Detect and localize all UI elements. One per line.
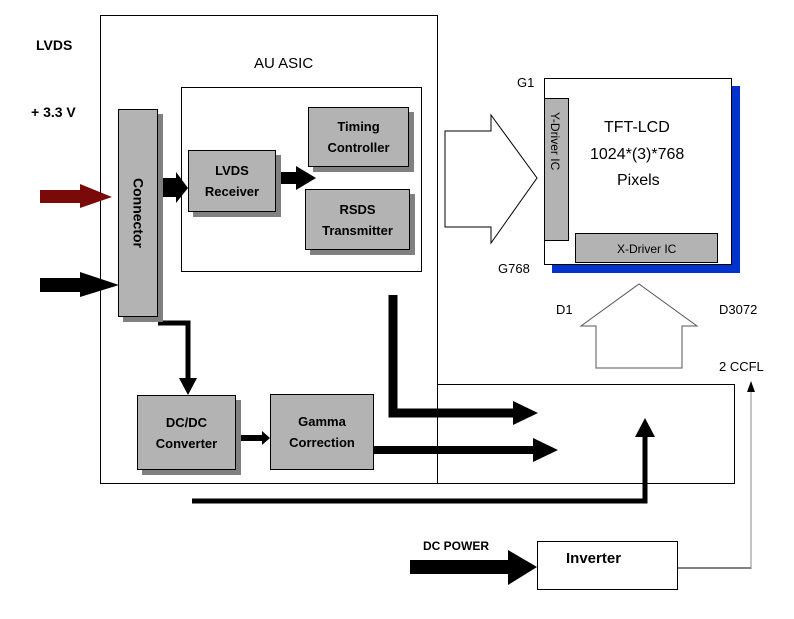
- dcdc-converter-line1: DC/DC: [165, 414, 208, 430]
- panel-resolution: 1024*(3)*768: [590, 146, 685, 163]
- lvds-input-arrow: [40, 184, 112, 208]
- panel-unit: Pixels: [617, 172, 660, 189]
- inverter-to-ccfl-line: [678, 390, 752, 569]
- rsds-transmitter-line2: Transmitter: [322, 222, 393, 238]
- gamma-correction-line2: Correction: [289, 435, 355, 450]
- y-driver-ic: [544, 98, 569, 241]
- gamma-output-arrowhead: [533, 438, 558, 462]
- ccfl-label: 2 CCFL: [719, 359, 764, 374]
- inverter-box: [537, 541, 678, 590]
- timing-controller-line2: Controller: [327, 140, 390, 155]
- output-box: [437, 384, 735, 484]
- lvds-receiver-block: LVDS Receiver: [188, 150, 276, 212]
- asic-bus-arrowhead: [513, 401, 538, 425]
- power-bus-line: [192, 435, 648, 504]
- gate-signal-arrow: [444, 113, 538, 245]
- dcdc-arrowhead: [179, 378, 197, 395]
- dcdc-converter-line2: Converter: [155, 435, 218, 451]
- ccfl-arrowhead: [747, 381, 755, 392]
- dcdc-to-gamma-arrow: [240, 431, 270, 445]
- x-driver-label: X-Driver IC: [617, 242, 677, 256]
- lvds-label: LVDS: [36, 37, 73, 53]
- g768-label: G768: [498, 261, 530, 276]
- power-input-arrow: [40, 272, 119, 297]
- gamma-correction-block: Gamma Correction: [270, 394, 374, 470]
- dcdc-converter-block: DC/DC Converter: [137, 395, 236, 470]
- timing-controller-block: Timing Controller: [308, 107, 409, 167]
- rsds-transmitter-block: RSDS Transmitter: [305, 189, 410, 250]
- power-bus-arrowhead: [635, 418, 655, 437]
- g1-label: G1: [517, 75, 535, 90]
- y-driver-label: Y-Driver IC: [548, 112, 562, 171]
- d1-label: D1: [556, 302, 573, 317]
- data-signal-arrow: [579, 283, 699, 369]
- connector-block: Connector: [118, 109, 158, 317]
- connector-label: Connector: [130, 178, 147, 248]
- asic-bus-line: [388, 295, 515, 418]
- rsds-transmitter-line1: RSDS: [339, 201, 376, 217]
- connector-to-dcdc-line: [158, 320, 191, 382]
- asic-frame: [100, 15, 438, 484]
- inverter-label: Inverter: [566, 550, 622, 567]
- asic-label: AU ASIC: [254, 55, 314, 72]
- lvds-receiver-line1: LVDS: [215, 163, 249, 178]
- receiver-to-timing-arrow: [280, 166, 316, 190]
- voltage-label: + 3.3 V: [31, 104, 76, 120]
- dc-power-arrow: [410, 550, 537, 585]
- x-driver-ic: [575, 233, 718, 263]
- dc-power-label: DC POWER: [423, 539, 489, 553]
- gamma-correction-line1: Gamma: [298, 414, 346, 429]
- connector-to-receiver-arrow: [161, 172, 188, 203]
- timing-controller-line1: Timing: [337, 119, 380, 134]
- lvds-receiver-line2: Receiver: [204, 184, 260, 199]
- d3072-label: D3072: [719, 302, 758, 317]
- panel-title: TFT-LCD: [604, 119, 670, 136]
